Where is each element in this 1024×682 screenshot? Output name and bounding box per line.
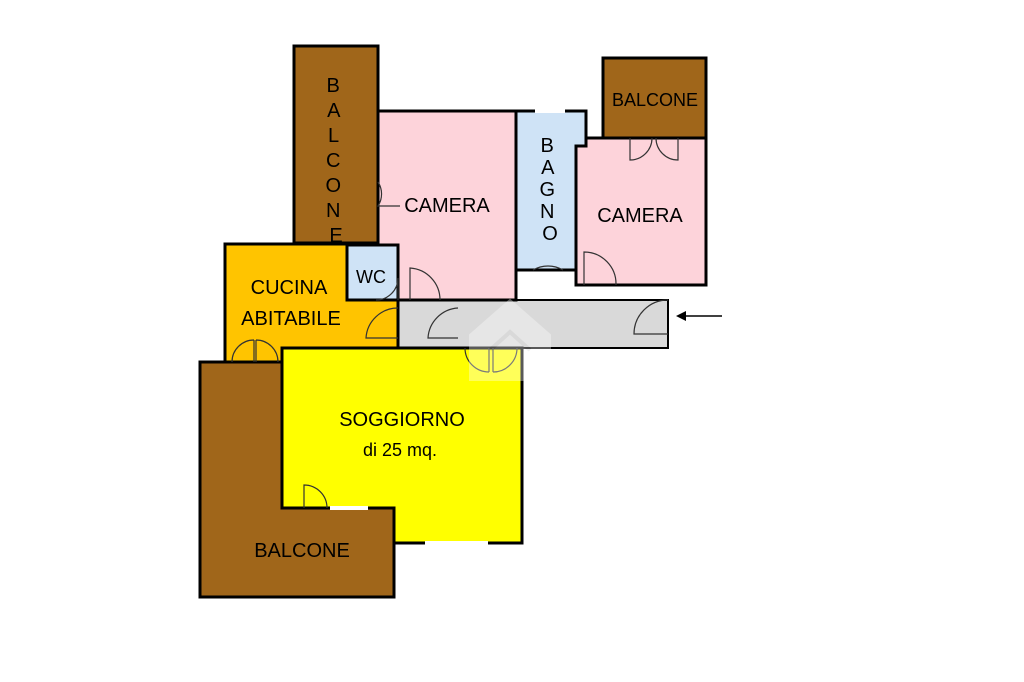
balcone-bottom-room xyxy=(198,360,396,599)
label-wc: WC xyxy=(356,267,386,287)
camera-right-room xyxy=(574,136,708,287)
label-cucina-line1: CUCINA xyxy=(251,277,328,299)
door-camera-right xyxy=(583,251,617,286)
door-entrance xyxy=(633,299,669,335)
door-hall-left xyxy=(427,307,459,339)
bagno-room xyxy=(514,109,588,272)
door-cucina xyxy=(365,307,399,339)
door-bagno xyxy=(532,265,564,271)
house-watermark-icon xyxy=(469,298,551,381)
door-soggiorno-double xyxy=(464,347,518,373)
balcone-top-right-room xyxy=(601,56,708,140)
entrance-arrow-icon xyxy=(676,311,722,321)
label-bagno: B A G N O xyxy=(539,135,560,245)
label-camera-left: CAMERA xyxy=(404,195,490,217)
label-soggiorno-line2: di 25 mq. xyxy=(363,440,437,460)
label-balcone-top-right: BALCONE xyxy=(612,90,698,110)
door-camera-left-balcone xyxy=(376,181,400,207)
label-balcone-bottom: BALCONE xyxy=(254,540,350,562)
door-soggiorno-balcone xyxy=(303,484,328,509)
label-cucina-line2: ABITABILE xyxy=(241,308,341,330)
door-wc xyxy=(375,277,399,301)
wc-room xyxy=(345,243,400,302)
door-camera-left xyxy=(409,267,441,301)
door-cucina-balcone-double xyxy=(231,339,279,363)
label-camera-right: CAMERA xyxy=(597,205,683,227)
label-balcone-vertical: B A L C O N E xyxy=(325,75,346,247)
label-soggiorno-line1: SOGGIORNO xyxy=(339,409,465,431)
door-camera-right-balcone-double xyxy=(629,137,679,161)
